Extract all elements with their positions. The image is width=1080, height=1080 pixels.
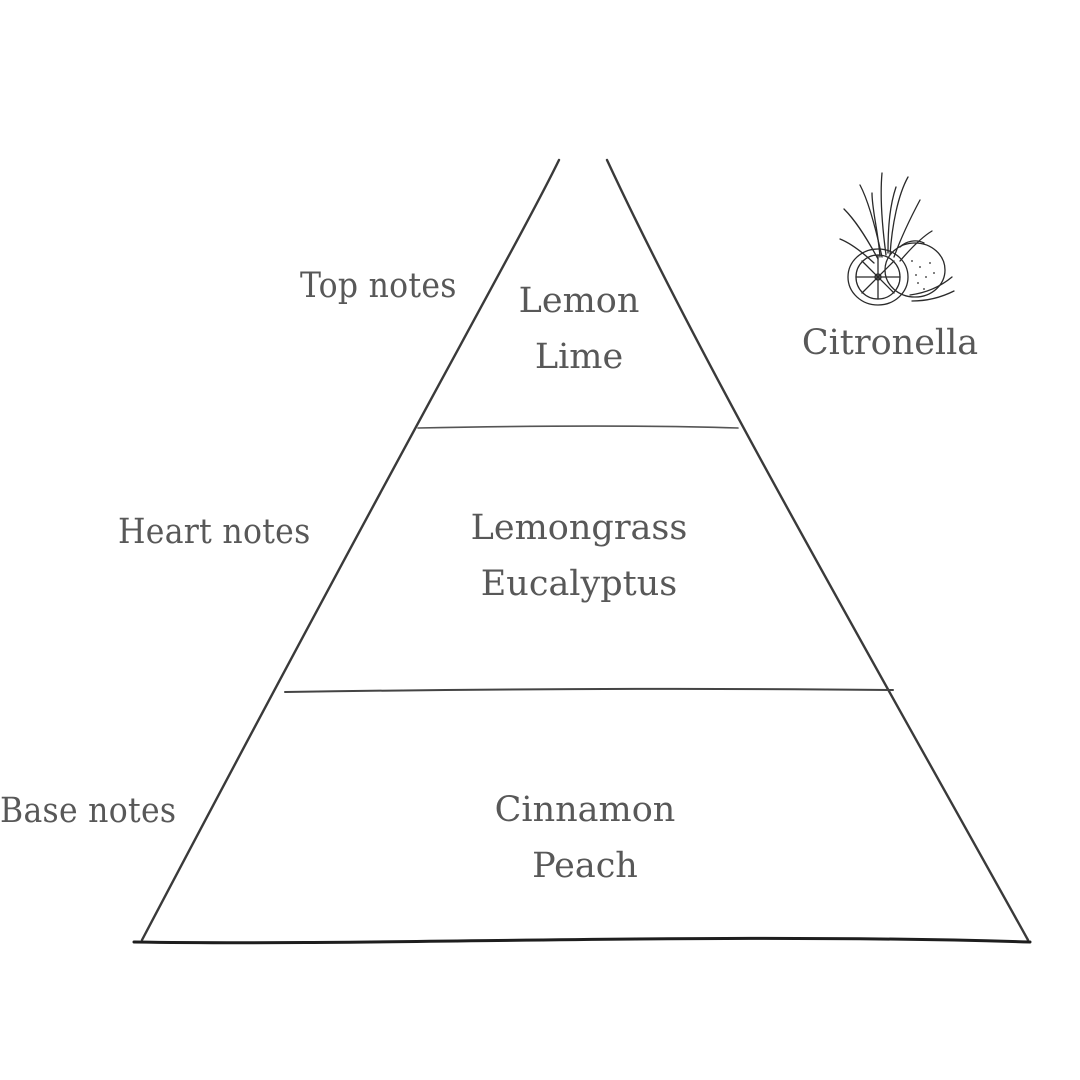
pyramid-left-edge <box>140 158 561 942</box>
tier-label-base: Base notes <box>0 791 177 831</box>
tier-divider-top <box>417 425 739 429</box>
pyramid-base-line <box>132 936 1032 945</box>
note-item: Lemon <box>518 281 640 321</box>
product-badge: Citronella <box>790 165 990 363</box>
note-item: Cinnamon <box>494 790 676 830</box>
tier-label-heart: Heart notes <box>118 512 311 552</box>
note-item: Peach <box>532 846 638 886</box>
heart-notes-list: Lemongrass Eucalyptus <box>419 500 739 612</box>
tier-divider-heart <box>284 687 894 693</box>
base-notes-list: Cinnamon Peach <box>425 782 745 894</box>
note-item: Lime <box>534 337 624 377</box>
tier-label-top: Top notes <box>300 266 457 306</box>
pyramid-right-edge <box>605 158 1030 942</box>
top-notes-list: Lemon Lime <box>419 273 739 385</box>
product-name: Citronella <box>801 323 979 363</box>
note-item: Eucalyptus <box>480 564 678 604</box>
citrus-sketch-icon <box>839 172 955 306</box>
note-item: Lemongrass <box>470 508 688 548</box>
